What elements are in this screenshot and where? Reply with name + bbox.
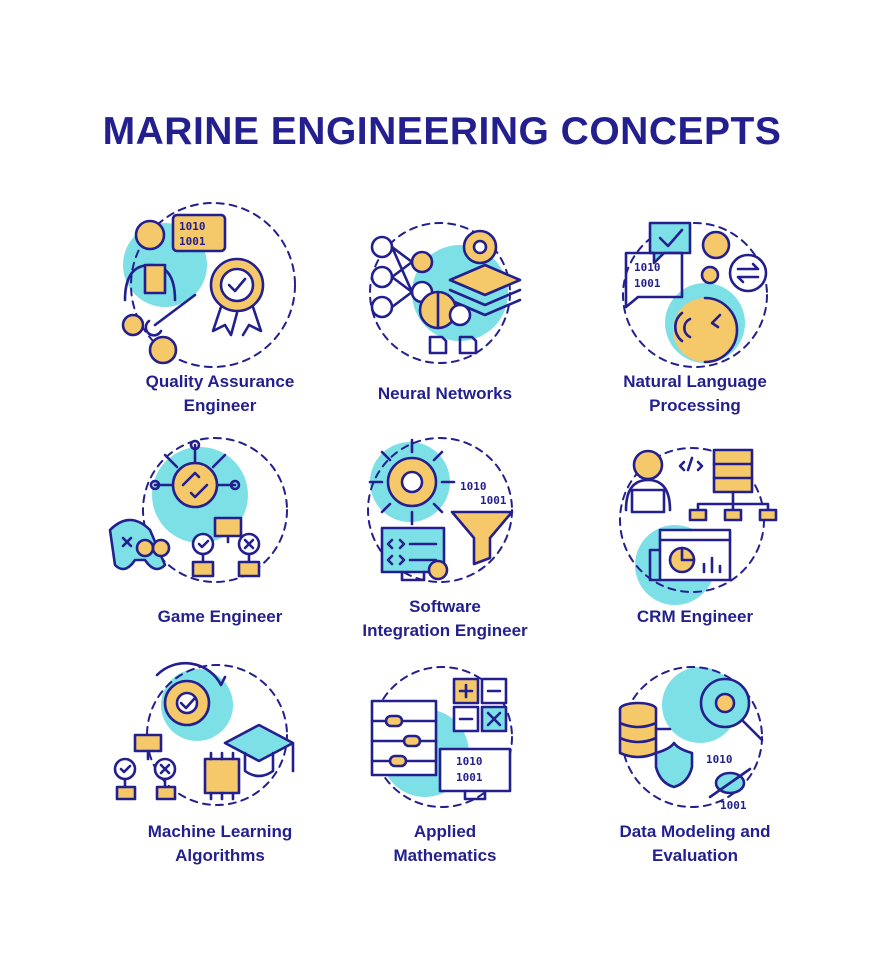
svg-text:1001: 1001 [456, 771, 483, 784]
svg-text:1001: 1001 [634, 277, 661, 290]
svg-text:1010: 1010 [634, 261, 661, 274]
neural-network-icon [369, 222, 522, 364]
data-modeling-icon: 1010 1001 [618, 666, 764, 812]
svg-text:1010: 1010 [460, 480, 487, 493]
crm-engineer-tile: CRM Engineer [580, 440, 810, 680]
game-engineer-icon [108, 437, 288, 583]
page-title: MARINE ENGINEERING CONCEPTS [102, 110, 782, 153]
svg-text:1001: 1001 [480, 494, 507, 507]
nlp-icon: 1010 1001 [622, 221, 768, 368]
svg-text:1001: 1001 [179, 235, 206, 248]
svg-text:1010: 1010 [456, 755, 483, 768]
svg-text:1010: 1010 [179, 220, 206, 233]
crm-engineer-icon [619, 447, 778, 605]
qa-engineer-icon: 1010 1001 [121, 202, 296, 368]
applied-math-icon: 1010 1001 [370, 666, 513, 808]
svg-text:1010: 1010 [706, 753, 733, 766]
icon-label: CRM Engineer [636, 607, 754, 626]
icon-label: Neural Networks [377, 384, 513, 403]
svg-text:1001: 1001 [720, 799, 747, 812]
game-engineer-tile: Game Engineer [105, 437, 335, 680]
neural-networks-tile: Neural Networks [330, 205, 560, 445]
software-integration-icon: 1010 1001 [367, 437, 514, 583]
machine-learning-icon [113, 661, 295, 806]
icon-label: Game Engineer [157, 607, 283, 626]
